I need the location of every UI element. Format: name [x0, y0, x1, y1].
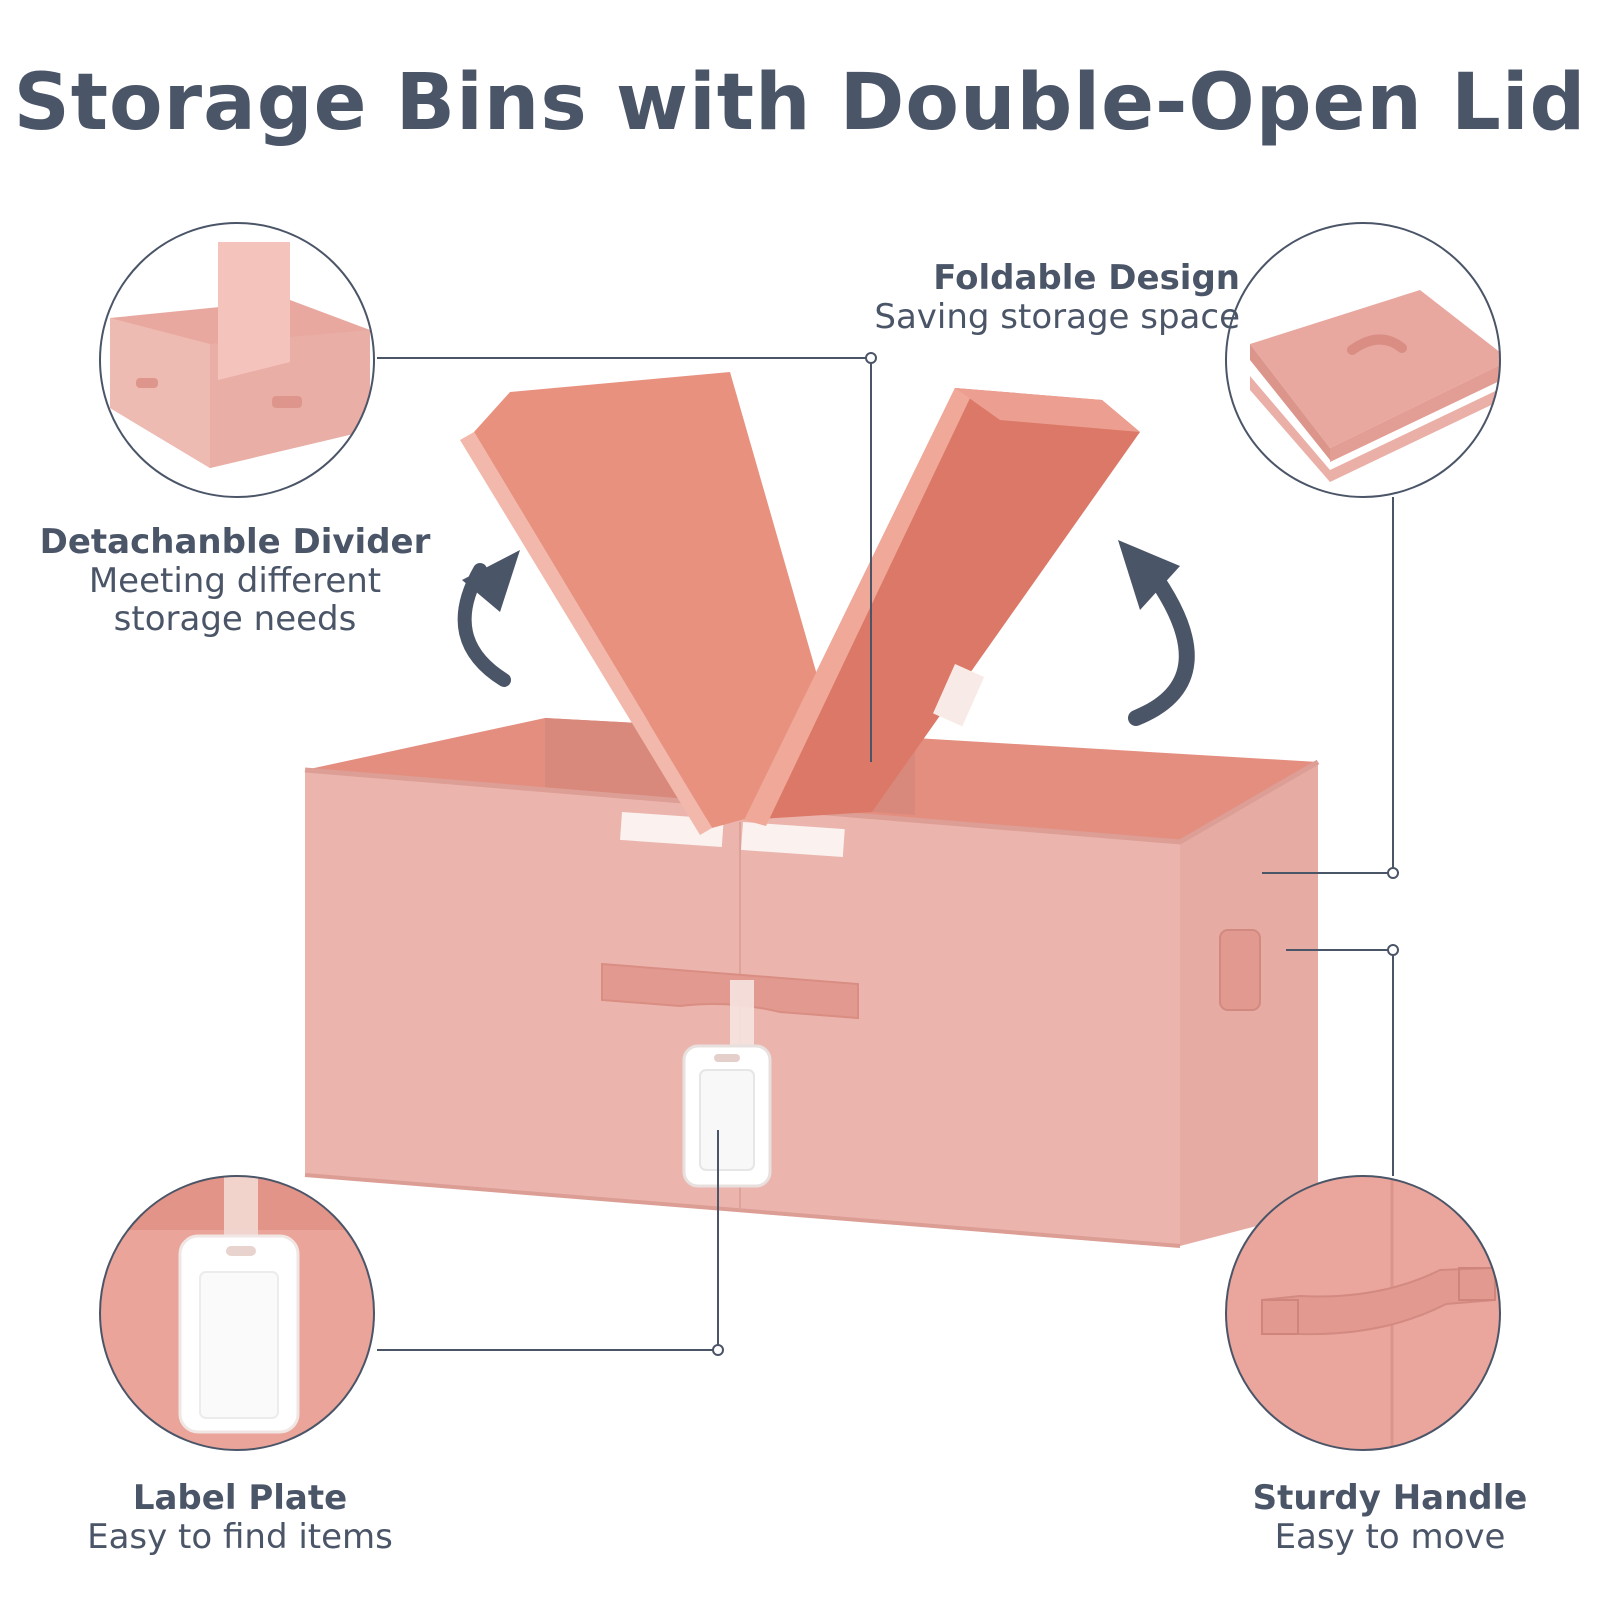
double-open-lid [460, 372, 1140, 835]
feature-divider-line2: storage needs [113, 599, 357, 639]
right-lid-panel [744, 388, 1140, 820]
page-title: Storage Bins with Double-Open Lid [13, 58, 1587, 148]
feature-handle: Sturdy Handle Easy to move [1200, 1478, 1580, 1556]
left-lid-panel [474, 372, 850, 828]
side-handle [1219, 929, 1261, 1011]
feature-label-plate: Label Plate Easy to find items [40, 1478, 440, 1556]
feature-handle-heading: Sturdy Handle [1252, 1478, 1528, 1518]
foldable-detail-circle [1225, 222, 1501, 498]
feature-handle-line1: Easy to move [1274, 1517, 1506, 1557]
feature-foldable: Foldable Design Saving storage space [790, 258, 1240, 336]
feature-label-heading: Label Plate [132, 1478, 348, 1518]
feature-divider-heading: Detachanble Divider [39, 522, 431, 562]
callout-lines [377, 352, 1399, 1356]
feature-divider: Detachanble Divider Meeting different st… [30, 522, 440, 638]
feature-label-line1: Easy to find items [87, 1517, 393, 1557]
feature-divider-line1: Meeting different [88, 561, 382, 601]
feature-foldable-line1: Saving storage space [874, 297, 1240, 337]
curved-arrow-right-icon [1128, 562, 1195, 726]
handle-detail-circle [1225, 1175, 1501, 1451]
label-plate-detail-circle [99, 1175, 375, 1451]
feature-foldable-heading: Foldable Design [933, 258, 1240, 298]
divider-detail-circle [99, 222, 375, 498]
